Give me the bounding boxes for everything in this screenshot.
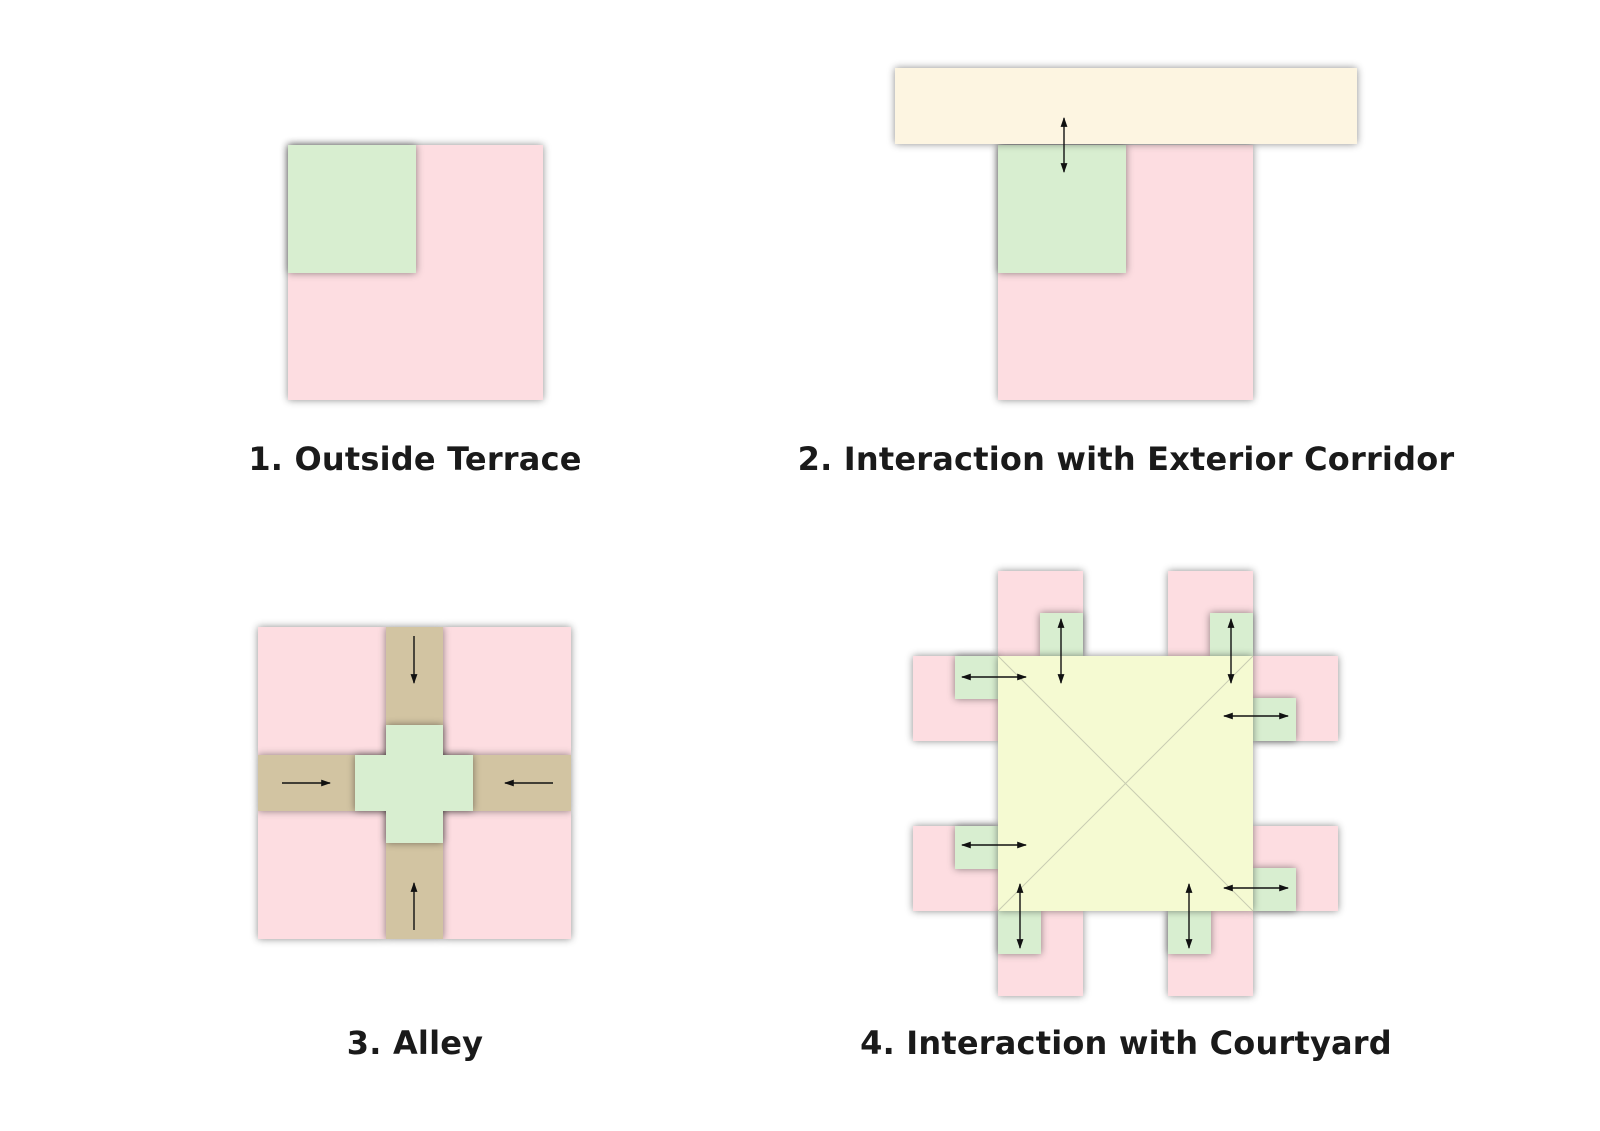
- terrace-block: [998, 145, 1126, 273]
- unit-block: [443, 627, 571, 755]
- caption-alley: 3. Alley: [346, 1024, 484, 1062]
- terrace-block: [288, 145, 416, 273]
- alley-plaza: [355, 725, 473, 843]
- terrace-block: [1253, 698, 1296, 741]
- terrace-block: [955, 826, 998, 869]
- courtyard-diagonal: [997, 655, 1254, 912]
- terrace-block: [1253, 868, 1296, 911]
- panel-courtyard: [913, 571, 1338, 996]
- caption-outside-terrace: 1. Outside Terrace: [248, 440, 582, 478]
- unit-block: [258, 627, 386, 755]
- panel-alley: [258, 627, 571, 939]
- panel-exterior-corridor: [895, 68, 1357, 400]
- caption-exterior-corridor: 2. Interaction with Exterior Corridor: [797, 440, 1455, 478]
- unit-block: [258, 811, 386, 939]
- exterior-corridor-block: [895, 68, 1357, 144]
- caption-courtyard: 4. Interaction with Courtyard: [860, 1024, 1392, 1062]
- unit-block: [443, 811, 571, 939]
- panel-outside-terrace: [288, 145, 543, 400]
